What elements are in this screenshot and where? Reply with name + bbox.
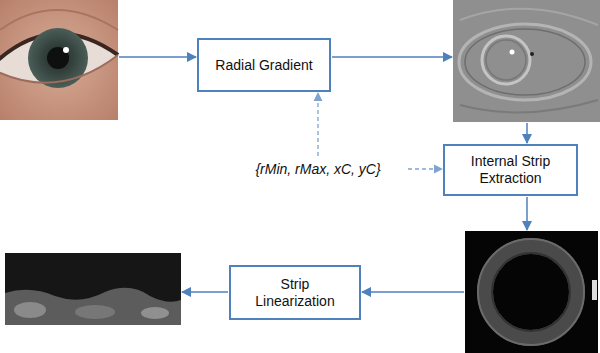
linearized-strip-image (5, 253, 181, 325)
process-box: Strip Linearization (229, 265, 361, 320)
process-box: Internal Strip Extraction (443, 144, 578, 196)
strip-ring-image (465, 231, 598, 353)
parameter-label: {rMin, rMax, xC, yC} (252, 160, 383, 178)
gradient-image (453, 0, 600, 122)
box-label: Internal Strip Extraction (453, 153, 568, 187)
box-label: Strip Linearization (239, 276, 351, 310)
box-label: Radial Gradient (215, 57, 312, 74)
eye-photo (0, 0, 118, 120)
process-box: Radial Gradient (197, 38, 331, 92)
parameter-arrows (318, 93, 442, 169)
